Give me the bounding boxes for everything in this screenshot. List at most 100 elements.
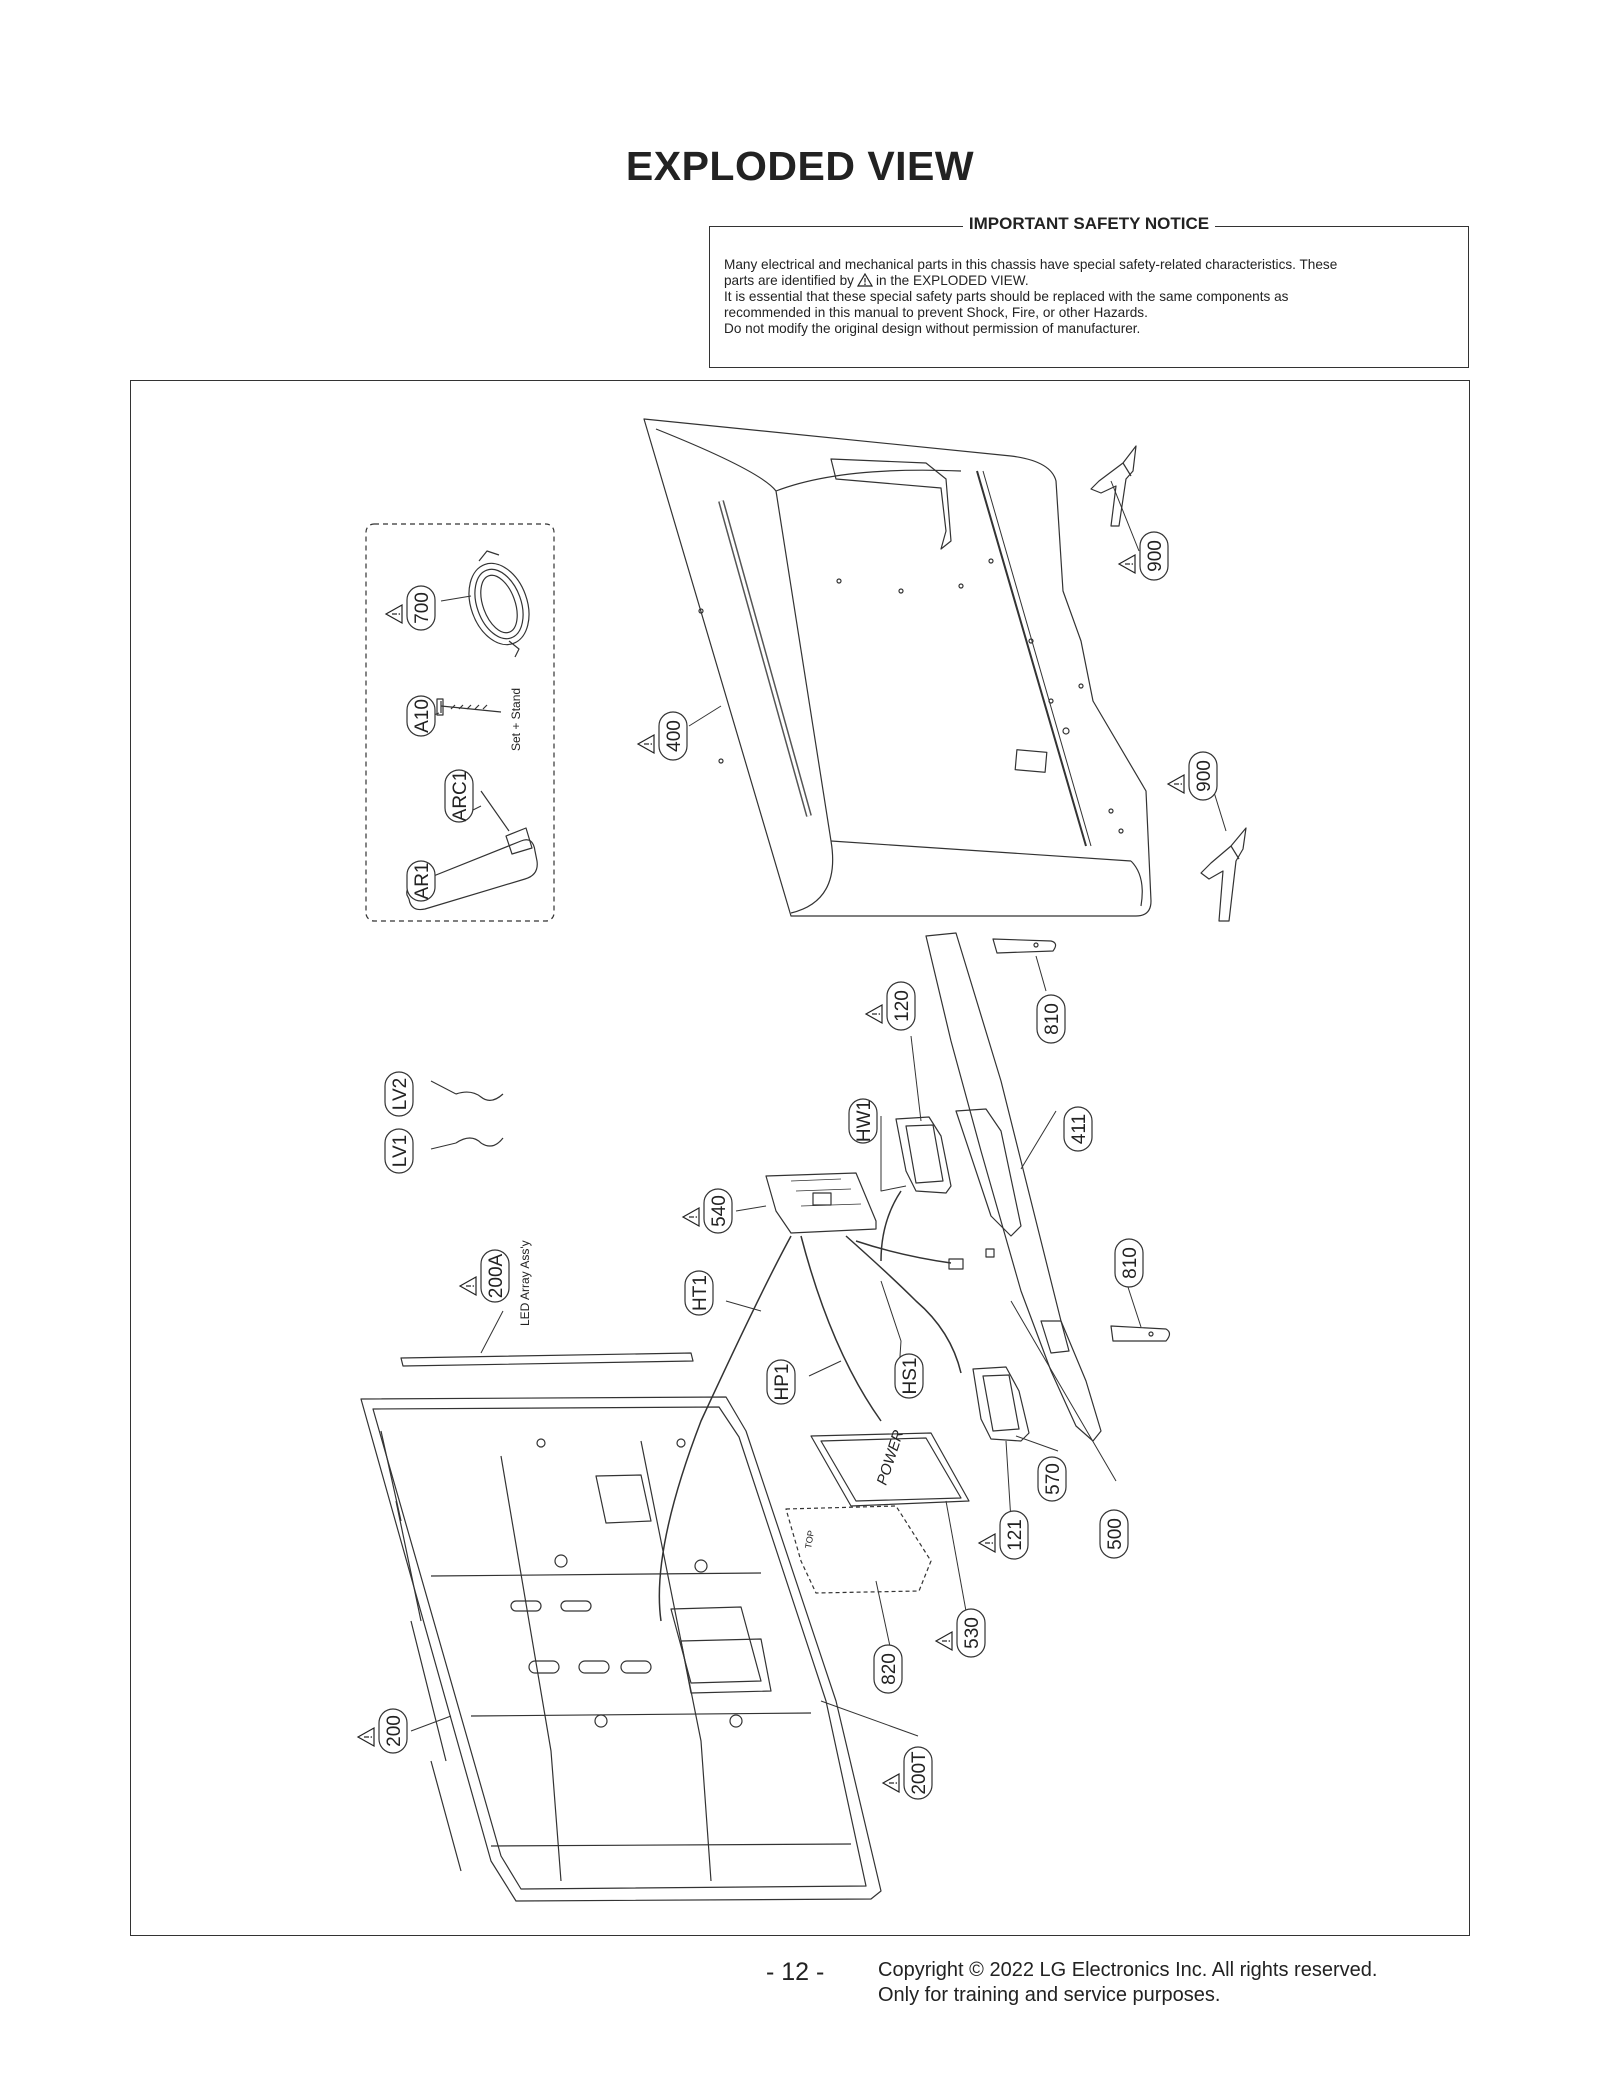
warning-triangle-icon <box>459 1276 477 1296</box>
callout-820: 820 <box>873 1644 903 1694</box>
page-number: - 12 - <box>766 1958 825 1986</box>
callout-900: 900 <box>1118 531 1169 581</box>
callout-label: LV1 <box>390 1135 411 1167</box>
lvds-cable-lv2 <box>455 1091 504 1101</box>
callout-label: 810 <box>1042 1003 1063 1035</box>
callout-700: 700 <box>385 585 436 631</box>
copyright-line-2: Only for training and service purposes. <box>878 1984 1221 2006</box>
callout-label: 200 <box>384 1715 405 1747</box>
power-label: POWER <box>874 1428 908 1487</box>
callout-label: 530 <box>962 1617 983 1649</box>
callout-A10: A10 <box>406 695 436 737</box>
copyright: Copyright © 2022 LG Electronics Inc. All… <box>878 1958 1377 2008</box>
copyright-line-1: Copyright © 2022 LG Electronics Inc. All… <box>878 1959 1378 1981</box>
callout-label: HT1 <box>690 1275 711 1311</box>
callout-label: 200T <box>909 1751 930 1795</box>
display-module-200 <box>360 1396 882 1902</box>
logo-bracket-bottom <box>1110 1325 1171 1342</box>
callout-530: 530 <box>935 1608 986 1658</box>
callout-HW1: HW1 <box>848 1098 878 1144</box>
callout-label: 500 <box>1105 1518 1126 1550</box>
callout-810: 810 <box>1114 1238 1144 1288</box>
notice-line-4: recommended in this manual to prevent Sh… <box>724 305 1148 320</box>
callout-label: A10 <box>412 699 433 733</box>
callout-810: 810 <box>1036 994 1066 1044</box>
warning-triangle-icon <box>1167 774 1185 794</box>
tcon-200T <box>680 1638 772 1694</box>
callout-ARC1: ARC1 <box>444 769 474 823</box>
notice-line-2: parts are identified by in the EXPLODED V… <box>724 273 1454 289</box>
set-stand-note: Set + Stand <box>509 688 523 751</box>
notice-line-3: It is essential that these special safet… <box>724 289 1289 304</box>
callout-label: 120 <box>892 990 913 1022</box>
safety-notice-title: IMPORTANT SAFETY NOTICE <box>962 214 1216 233</box>
callout-label: ARC1 <box>450 771 471 822</box>
notice-line-2b: in the EXPLODED VIEW. <box>875 273 1029 288</box>
callout-label: 820 <box>879 1653 900 1685</box>
warning-triangle-icon <box>882 1773 900 1793</box>
callout-HS1: HS1 <box>894 1353 924 1399</box>
stand-leg-bottom <box>1200 827 1247 922</box>
accessory-kit-group <box>365 523 555 922</box>
warning-triangle-icon <box>1118 554 1136 574</box>
callout-120: 120 <box>865 981 916 1031</box>
callout-label: AR1 <box>412 863 433 900</box>
diagram-notes: Set + Stand LED Array Ass'y POWER TOP <box>509 688 907 1549</box>
led-array-note: LED Array Ass'y <box>518 1240 532 1326</box>
warning-triangle-icon <box>978 1533 996 1553</box>
callout-400: 400 <box>637 711 688 761</box>
callout-HT1: HT1 <box>684 1270 714 1316</box>
main-board-540 <box>765 1172 877 1234</box>
callout-label: 700 <box>412 592 433 624</box>
callout-HP1: HP1 <box>766 1359 796 1405</box>
notice-line-1: Many electrical and mechanical parts in … <box>724 257 1338 272</box>
notice-line-5: Do not modify the original design withou… <box>724 321 1141 336</box>
callout-LV1: LV1 <box>384 1128 414 1174</box>
callout-200: 200 <box>357 1708 408 1754</box>
top-label: TOP <box>803 1530 816 1550</box>
callout-label: HW1 <box>854 1100 875 1142</box>
callout-200A: 200A <box>459 1249 510 1303</box>
page-title: EXPLODED VIEW <box>625 143 975 189</box>
front-frame-411 <box>925 932 1102 1442</box>
callout-label: 900 <box>1194 760 1215 792</box>
warning-triangle-icon <box>856 273 873 287</box>
stand-leg-top <box>1090 445 1137 527</box>
warning-triangle-icon <box>637 734 655 754</box>
callout-411: 411 <box>1063 1106 1093 1152</box>
callout-label: 570 <box>1043 1463 1064 1495</box>
callout-label: 121 <box>1005 1519 1026 1551</box>
warning-triangle-icon <box>385 604 403 624</box>
callout-121: 121 <box>978 1510 1029 1560</box>
power-board-530 <box>810 1432 970 1507</box>
callout-label: HP1 <box>772 1364 793 1401</box>
wire-harnesses <box>658 1190 962 1622</box>
warning-triangle-icon <box>682 1207 700 1227</box>
callout-AR1: AR1 <box>406 860 436 902</box>
callout-label: 200A <box>486 1253 507 1298</box>
logo-bracket-top <box>992 938 1057 954</box>
callout-label: 411 <box>1069 1114 1090 1144</box>
callout-label: 900 <box>1145 540 1166 572</box>
callout-200T: 200T <box>882 1746 933 1800</box>
warning-triangle-icon <box>357 1727 375 1747</box>
warning-triangle-icon <box>865 1004 883 1024</box>
led-array-200A <box>400 1352 694 1367</box>
callout-label: LV2 <box>390 1078 411 1110</box>
callout-540: 540 <box>682 1188 733 1234</box>
callout-570: 570 <box>1037 1456 1067 1502</box>
speaker-120 <box>895 1116 952 1194</box>
lvds-cable-lv1 <box>455 1137 504 1147</box>
callout-label: 810 <box>1120 1247 1141 1279</box>
speaker-121 <box>972 1366 1030 1442</box>
back-cover-400 <box>643 418 1152 917</box>
safety-notice-box: IMPORTANT SAFETY NOTICE Many electrical … <box>709 214 1469 368</box>
exploded-view-frame: Set + Stand LED Array Ass'y POWER TOP 70… <box>130 380 1470 1936</box>
callout-label: 400 <box>664 720 685 752</box>
callout-LV2: LV2 <box>384 1071 414 1117</box>
warning-triangle-icon <box>935 1631 953 1651</box>
callout-label: 540 <box>709 1195 730 1227</box>
callout-label: HS1 <box>900 1358 921 1395</box>
notice-line-2a: parts are identified by <box>724 273 854 288</box>
